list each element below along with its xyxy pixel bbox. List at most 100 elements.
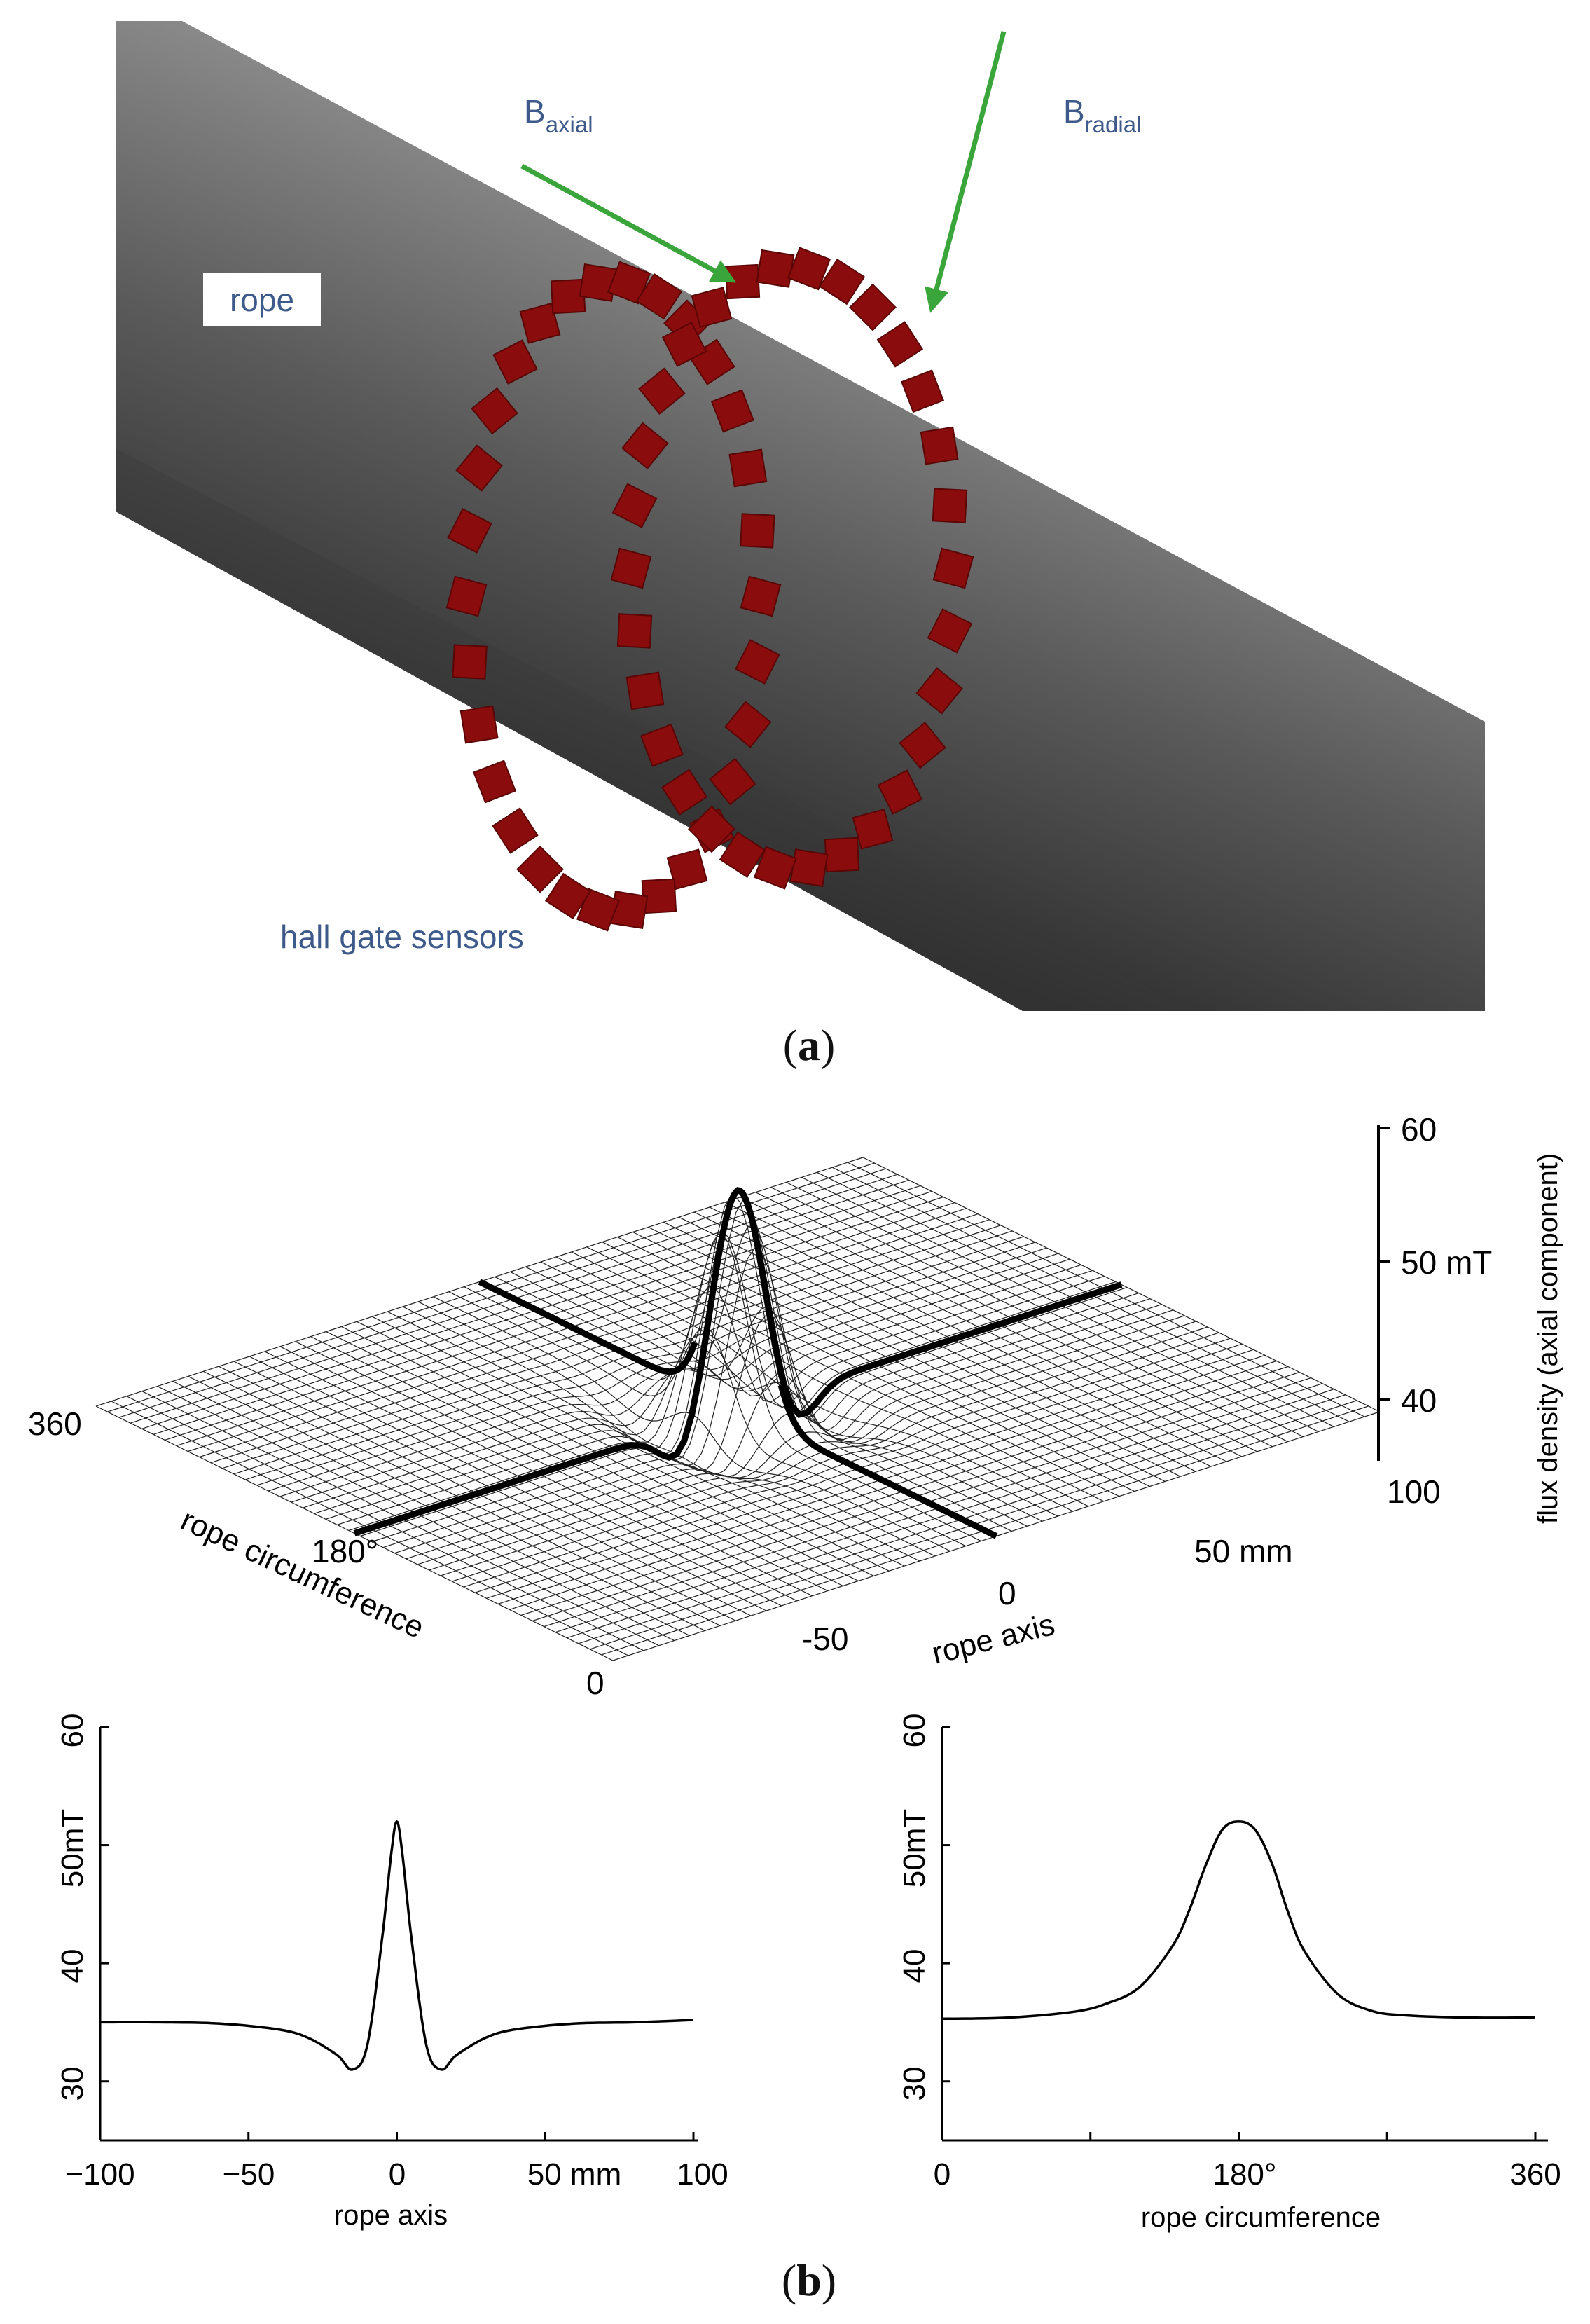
circ-tick-label: 360 <box>28 1405 82 1442</box>
circ-x-tick-label: 360 <box>1509 2157 1561 2192</box>
b-axial-label: Baxial <box>524 92 593 137</box>
axial-y-tick-label: 60 <box>55 1714 90 1748</box>
surface-ridge-line <box>478 1279 698 1375</box>
hall-sensor <box>915 667 963 715</box>
axial-x-title: rope axis <box>334 2200 448 2231</box>
b-axial-arrow <box>520 163 737 283</box>
flux-surface-plot: 60 50 mT 40 100 flux density (axial comp… <box>28 1111 1563 1701</box>
hall-sensor <box>740 575 782 617</box>
hall-sensor <box>756 249 795 288</box>
mesh-line <box>303 1258 1070 1508</box>
hall-sensor <box>920 426 959 465</box>
panel-a-paren-close: ) <box>820 1020 836 1070</box>
panel-a-paren-open: ( <box>782 1020 798 1070</box>
hall-sensor <box>877 769 923 815</box>
hall-sensor <box>753 846 797 890</box>
rope-axis-title: rope axis <box>929 1607 1058 1671</box>
hall-sensor <box>735 639 780 685</box>
rope-cylinder <box>116 21 1485 1011</box>
circ-y-tick-label: 40 <box>897 1949 932 1983</box>
hall-sensor <box>849 283 897 331</box>
circ-y-tick-label: 30 <box>897 2067 932 2101</box>
b-radial-symbol: B <box>1063 93 1085 130</box>
hall-sensor <box>710 389 754 433</box>
hall-sensor <box>445 575 488 617</box>
circ-y-tick-label: 60 <box>897 1714 932 1748</box>
axial-x-tick-label: 100 <box>677 2157 728 2192</box>
b-axial-subscript: axial <box>545 111 593 137</box>
hall-sensor <box>516 845 564 893</box>
hall-sensor <box>728 448 768 488</box>
b-axial-symbol: B <box>524 93 546 130</box>
hall-sensor <box>789 848 829 888</box>
circ-profile-line <box>941 1820 1535 2021</box>
hall-sensor <box>635 273 683 320</box>
hall-sensor <box>492 339 538 385</box>
hall-sensor <box>899 721 946 769</box>
circ-tick-label: 180° <box>312 1533 378 1569</box>
surface-ridge-line <box>777 1384 998 1539</box>
z-tick-label: 40 <box>1401 1382 1437 1419</box>
hall-sensor <box>519 302 561 344</box>
panel-b-paren-open: ( <box>781 2255 797 2305</box>
hall-sensor <box>901 369 945 413</box>
axial-x-tick-label: 0 <box>389 2157 406 2192</box>
panel-b-letter: b <box>796 2255 822 2305</box>
hall-sensor <box>473 759 517 804</box>
hall-sensor <box>452 644 488 680</box>
hall-sensor <box>447 508 492 554</box>
hall-sensor <box>638 367 686 415</box>
axial-y-tick-label: 50mT <box>55 1809 90 1888</box>
hall-sensor <box>661 322 707 367</box>
b-radial-arrow <box>925 31 1007 313</box>
hall-sensor <box>661 769 708 816</box>
axial-x-tick-label: 50 mm <box>527 2157 621 2192</box>
hall-sensor <box>932 488 968 523</box>
axial-x-tick-label: −100 <box>65 2157 134 2192</box>
b-radial-label: Bradial <box>1063 92 1141 137</box>
mesh-line <box>371 1246 1139 1543</box>
hall-sensor <box>640 723 684 767</box>
panel-a-caption: (a) <box>739 1019 879 1071</box>
circumference-profile-chart: 0 180° 360 rope circumference 30 40 50mT… <box>897 1714 1561 2233</box>
panel-a-letter: a <box>798 1020 820 1070</box>
hall-sensor <box>459 705 499 744</box>
surface-peak-line <box>696 1187 780 1376</box>
rope-shadow-band <box>116 448 1191 1011</box>
hall-sensor <box>471 387 518 435</box>
circ-tick-label: 0 <box>586 1665 604 1701</box>
hall-sensors-label: hall gate sensors <box>280 919 524 955</box>
hall-sensor <box>724 701 772 748</box>
axial-x-tick-label: −50 <box>223 2157 275 2192</box>
axial-y-tick-label: 40 <box>55 1949 90 1983</box>
hall-sensor <box>818 258 866 305</box>
axial-y-tick-label: 30 <box>55 2067 90 2101</box>
hall-sensor <box>455 444 503 492</box>
hall-sensor <box>876 321 924 368</box>
z-axis-title: flux density (axial component) <box>1533 1153 1563 1524</box>
hall-sensor <box>787 247 831 291</box>
circ-x-tick-label: 0 <box>934 2157 950 2192</box>
hall-sensor <box>691 287 733 329</box>
circ-ticks <box>941 1726 1537 2140</box>
hall-sensor <box>607 261 651 305</box>
surface-ridge-line <box>765 1281 1123 1418</box>
hall-sensor <box>544 872 592 920</box>
rope-axis-tick-label: -50 <box>802 1621 848 1657</box>
circ-y-tick-label: 50mT <box>897 1809 932 1888</box>
circ-x-title: rope circumference <box>1141 2202 1381 2233</box>
panel-b-caption: (b) <box>739 2255 879 2306</box>
surface-ridge-line <box>353 1327 711 1536</box>
hall-sensor <box>932 547 974 589</box>
hall-sensor <box>688 805 735 853</box>
hall-sensor <box>709 757 756 806</box>
hall-sensor <box>824 837 860 873</box>
mesh-line <box>291 1253 1058 1503</box>
hall-sensor-rings <box>445 247 974 932</box>
hall-sensor <box>611 483 658 528</box>
mesh-line <box>417 1315 1185 1565</box>
axial-profile-line <box>100 1820 694 2071</box>
hall-sensor <box>616 613 653 649</box>
